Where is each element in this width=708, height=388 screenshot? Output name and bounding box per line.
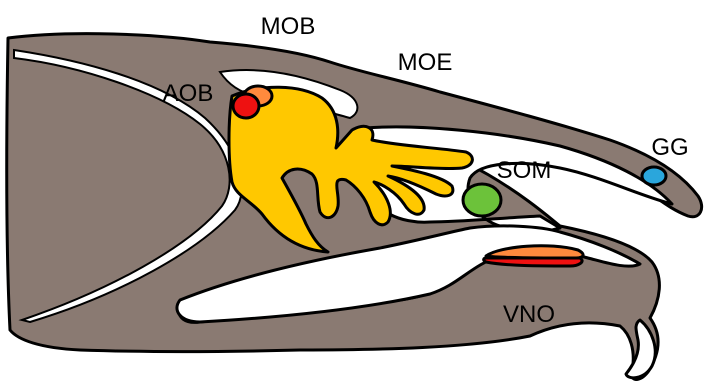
label-gg: GG [651, 134, 688, 161]
vno-lower [484, 258, 582, 266]
grueneberg-ganglion [642, 167, 666, 185]
label-vno: VNO [503, 301, 555, 328]
label-som: SOM [497, 157, 552, 184]
label-mob: MOB [261, 13, 316, 40]
aob-posterior [233, 94, 259, 118]
label-moe: MOE [398, 49, 453, 76]
head-tissue [7, 34, 702, 380]
label-aob: AOB [163, 80, 214, 107]
septal-organ [463, 184, 501, 216]
